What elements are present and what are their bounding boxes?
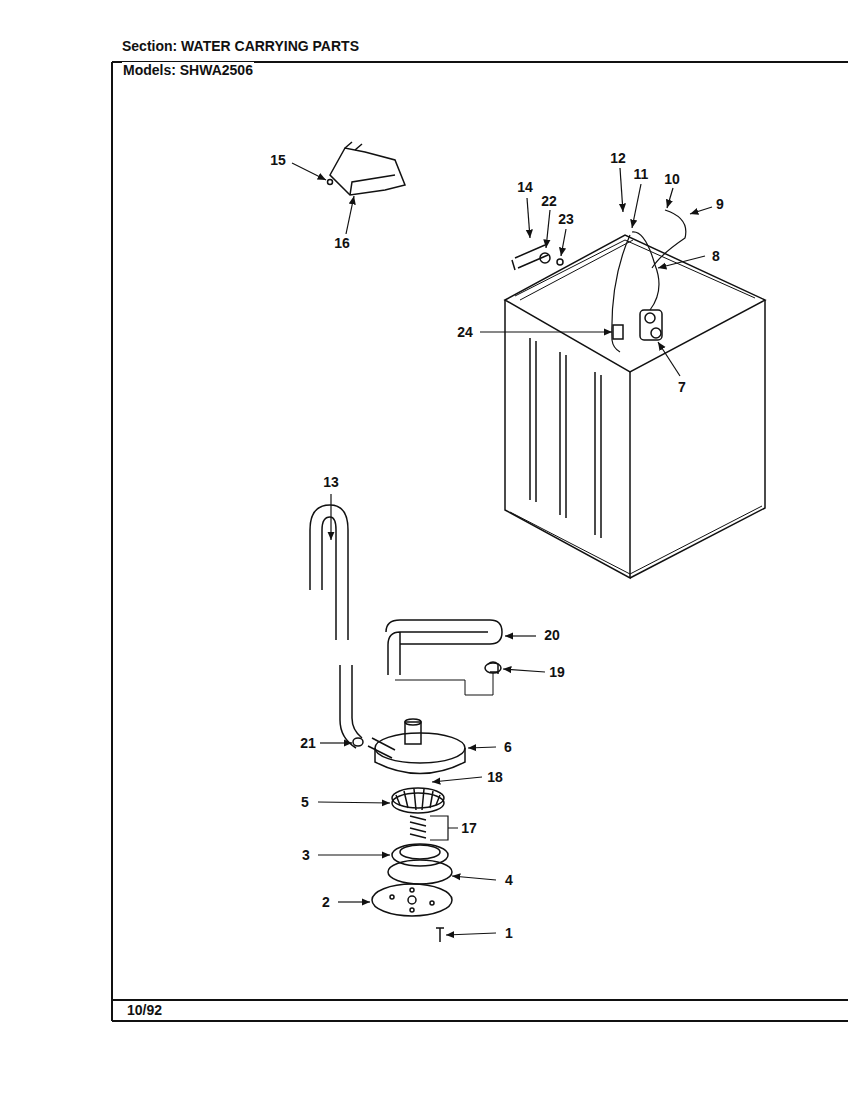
header-text: 10/92 [126, 1002, 163, 1018]
callout-number: 14 [516, 179, 534, 195]
callout-number: 19 [548, 664, 566, 680]
callout-number: 21 [299, 735, 317, 751]
callout-number: 16 [333, 235, 351, 251]
section-title: Section: WATER CARRYING PARTS [122, 39, 359, 53]
callout-number: 9 [715, 196, 725, 212]
callout-number: 23 [557, 211, 575, 227]
callout-number: 5 [300, 794, 310, 810]
callout-number: 22 [540, 193, 558, 209]
callout-number: 18 [486, 769, 504, 785]
callout-number: 15 [269, 152, 287, 168]
callout-number: 10 [663, 171, 681, 187]
callout-number: 20 [543, 627, 561, 643]
callout-number: 17 [460, 820, 478, 836]
callout-number: 13 [322, 474, 340, 490]
callout-number: 7 [677, 379, 687, 395]
callout-number: 3 [301, 847, 311, 863]
callout-number: 4 [504, 872, 514, 888]
callout-number: 11 [633, 166, 650, 182]
callout-number: 8 [711, 248, 721, 264]
callout-number: 2 [321, 894, 331, 910]
header-text: Models: SHWA2506 [122, 62, 254, 78]
callout-number: 1 [504, 925, 514, 941]
callout-number: 12 [609, 150, 627, 166]
callout-number: 24 [456, 324, 474, 340]
callout-number: 6 [503, 739, 513, 755]
